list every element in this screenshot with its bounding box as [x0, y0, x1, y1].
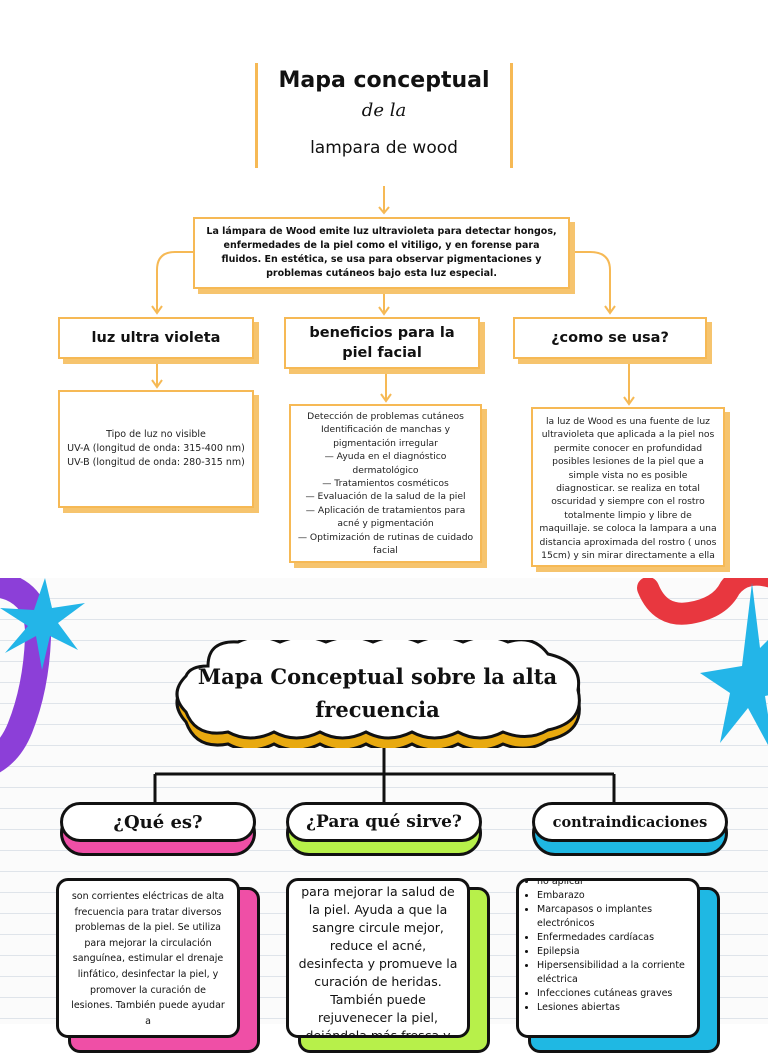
- contra-item: Embarazo: [537, 889, 697, 903]
- beneficio-line: Detección de problemas cutáneos: [307, 411, 464, 422]
- tree-connectors: [153, 748, 616, 804]
- contra-item: Epilepsia: [537, 945, 697, 959]
- contra-item: Infecciones cutáneas graves: [537, 987, 697, 1001]
- beneficio-line: — Tratamientos cosméticos: [322, 478, 449, 490]
- como-detail-box: la luz de Wood es una fuente de luz ultr…: [531, 407, 725, 567]
- para-que-card: para mejorar la salud de la piel. Ayuda …: [286, 878, 470, 1038]
- que-es-text: son corrientes eléctricas de alta frecue…: [71, 891, 225, 1027]
- branch-title: beneficios para la piel facial: [309, 325, 455, 361]
- beneficio-line: — Aplicación de tratamientos para acné y…: [305, 504, 466, 530]
- beneficio-line: Identificación de manchas y pigmentación…: [320, 424, 451, 449]
- para-que-label: ¿Para qué sirve?: [286, 802, 482, 842]
- contra-item: Hipersensibilidad a la corriente eléctri…: [537, 959, 697, 987]
- branch-title: ¿como se usa?: [551, 330, 669, 346]
- contra-label: contraindicaciones: [532, 802, 728, 842]
- branch-como-se-usa: ¿como se usa?: [513, 317, 707, 359]
- que-es-card: son corrientes eléctricas de alta frecue…: [56, 878, 240, 1038]
- para-que-text: para mejorar la salud de la piel. Ayuda …: [298, 884, 458, 1038]
- title-bracket-right: [510, 63, 513, 168]
- contra-card: no aplicar Embarazo Marcapasos o implant…: [516, 878, 700, 1038]
- red-squiggle-decoration: [637, 578, 768, 625]
- beneficios-detail-box: Detección de problemas cutáneos Identifi…: [289, 404, 482, 563]
- beneficio-line: — Optimización de rutinas de cuidado fac…: [297, 531, 474, 557]
- luz-line: Tipo de luz no visible: [106, 429, 206, 440]
- map-title: Mapa conceptual: [278, 68, 490, 93]
- branch-luz-ultravioleta: luz ultra violeta: [58, 317, 254, 359]
- top-connectors: [151, 186, 635, 406]
- contra-item: Marcapasos o implantes electrónicos: [537, 903, 697, 931]
- que-es-label: ¿Qué es?: [60, 802, 256, 842]
- heading-cloud-shape: [175, 640, 581, 748]
- contra-item: no aplicar: [537, 881, 697, 889]
- intro-text: La lámpara de Wood emite luz ultraviolet…: [206, 226, 557, 279]
- beneficio-line: — Evaluación de la salud de la piel: [305, 491, 466, 503]
- contra-item: Enfermedades cardíacas: [537, 931, 697, 945]
- luz-line: UV-A (longitud de onda: 315-400 nm): [67, 443, 245, 454]
- como-text: la luz de Wood es una fuente de luz ultr…: [539, 416, 717, 562]
- title-bracket-left: [255, 63, 258, 168]
- map-subtitle: de la: [361, 100, 407, 121]
- branch-beneficios: beneficios para la piel facial: [284, 317, 480, 369]
- contra-list: no aplicar Embarazo Marcapasos o implant…: [519, 881, 697, 1015]
- contra-item: Lesiones abiertas: [537, 1001, 697, 1015]
- cyan-starburst-left: [0, 578, 85, 670]
- purple-squiggle-decoration: [0, 578, 52, 773]
- alta-frecuencia-title: Mapa Conceptual sobre la alta frecuencia: [197, 664, 558, 722]
- beneficio-line: — Ayuda en el diagnóstico dermatológico: [324, 451, 447, 476]
- cyan-starburst-right: [700, 583, 768, 746]
- intro-box: La lámpara de Wood emite luz ultraviolet…: [193, 217, 570, 289]
- branch-title: luz ultra violeta: [91, 330, 221, 346]
- map-topic: lampara de wood: [310, 138, 458, 158]
- luz-detail-box: Tipo de luz no visible UV-A (longitud de…: [58, 390, 254, 508]
- luz-line: UV-B (longitud de onda: 280-315 nm): [67, 457, 245, 468]
- decorations: [0, 578, 768, 773]
